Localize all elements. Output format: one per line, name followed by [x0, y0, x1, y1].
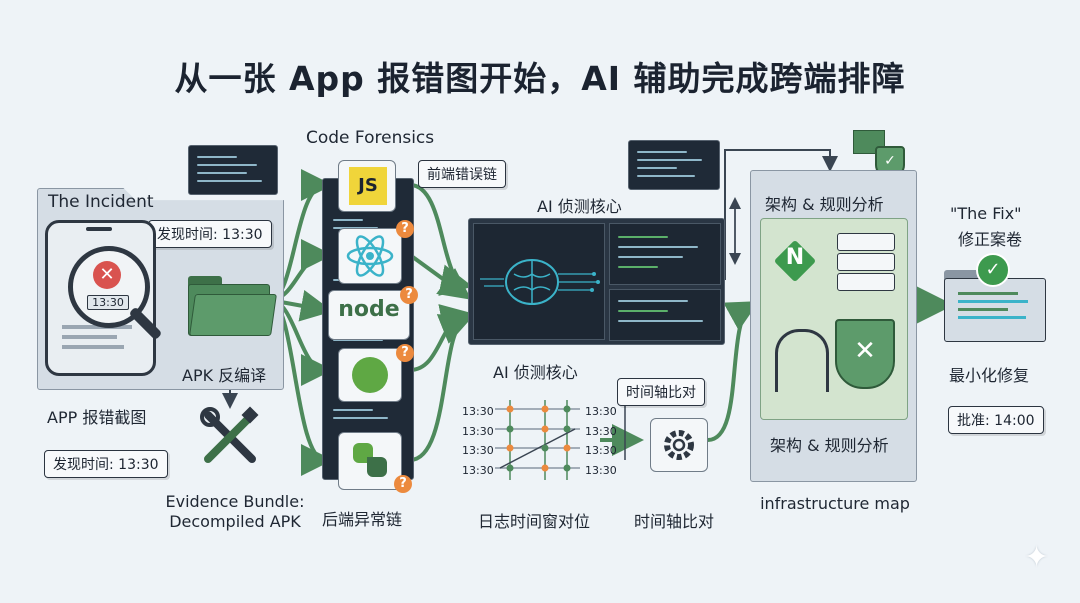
screenshot-label: APP 报错截图 — [47, 408, 147, 427]
timeline-tick: 13:30 — [585, 405, 617, 418]
shield-x-icon: ✕ — [835, 319, 895, 389]
ai-core-heading-bottom: AI 侦测核心 — [493, 363, 578, 382]
brain-panel — [473, 223, 605, 340]
server-icon — [837, 273, 895, 291]
ai-mini-terminal — [628, 140, 720, 190]
timeline-tick: 13:30 — [462, 444, 494, 457]
gate-icon — [775, 329, 829, 392]
fix-folder-icon — [944, 270, 1046, 342]
error-icon: ✕ — [93, 261, 121, 289]
minimal-fix-label: 最小化修复 — [949, 366, 1030, 385]
incident-time-callout: 发现时间: 13:30 — [148, 220, 272, 248]
architecture-heading-bottom: 架构 & 规则分析 — [770, 436, 889, 455]
timeline-tick: 13:30 — [585, 424, 617, 438]
gear-icon — [650, 418, 708, 472]
apk-folder-icon — [188, 276, 277, 336]
react-icon — [338, 228, 402, 284]
page-title: 从一张 App 报错图开始，AI 辅助完成跨端排障 — [174, 59, 906, 98]
evidence-bundle-label: Evidence Bundle: Decompiled APK — [165, 492, 305, 531]
timeline-compare-callout: 时间轴比对 — [617, 378, 705, 406]
timeline-tick: 13:30 — [585, 463, 617, 477]
timeline-chart — [455, 395, 615, 485]
timeline-tick: 13:30 — [585, 444, 617, 457]
infrastructure-map-label: infrastructure map — [760, 494, 910, 513]
question-badge: ? — [396, 220, 414, 238]
approved-callout: 批准: 14:00 — [948, 406, 1044, 434]
fix-subheading: 修正案卷 — [958, 230, 1023, 249]
nginx-icon: N — [785, 245, 805, 270]
architecture-diagram: N ✕ — [760, 218, 908, 420]
node-icon: node — [328, 290, 410, 340]
ai-core-heading-top: AI 侦测核心 — [537, 197, 622, 216]
js-icon: JS — [338, 160, 396, 212]
fix-heading: "The Fix" — [950, 204, 1022, 223]
error-time: 13:30 — [87, 295, 129, 310]
ai-core-screen — [468, 218, 725, 345]
server-icon — [837, 253, 895, 271]
apk-decompile-label: APK 反编译 — [182, 366, 267, 385]
incident-time-callout-bottom: 发现时间: 13:30 — [44, 450, 168, 478]
question-badge: ? — [396, 344, 414, 362]
question-badge: ? — [400, 286, 418, 304]
phone-speaker — [86, 227, 112, 231]
python-icon — [338, 432, 402, 490]
node-text: node — [338, 297, 400, 322]
sparkle-icon: ✦ — [1024, 540, 1050, 575]
js-badge: JS — [349, 167, 387, 205]
spring-leaf — [352, 357, 388, 393]
timeline-ticks-right: 13:30 13:30 13:30 13:30 — [585, 402, 617, 480]
frontend-chain-callout: 前端错误链 — [418, 160, 506, 188]
incident-terminal — [188, 145, 278, 195]
code-panel-bottom — [609, 289, 721, 341]
timeline-tick: 13:30 — [462, 405, 494, 418]
timeline-ticks-left: 13:30 13:30 13:30 13:30 — [462, 402, 494, 480]
backend-chain-label: 后端异常链 — [322, 510, 403, 529]
spring-icon — [338, 348, 402, 402]
question-badge: ? — [394, 475, 412, 493]
phone-text-line — [62, 335, 117, 339]
wrench-screwdriver-icon — [198, 405, 262, 469]
architecture-heading-top: 架构 & 规则分析 — [765, 195, 884, 214]
timeline-tick: 13:30 — [462, 463, 494, 477]
phone-text-line — [62, 345, 124, 349]
timeline-compare-label: 时间轴比对 — [634, 512, 715, 531]
forensics-heading: Code Forensics — [306, 128, 435, 148]
magnifier-icon: ✕ 13:30 — [68, 246, 150, 328]
incident-heading: The Incident — [48, 192, 154, 212]
log-window-label: 日志时间窗对位 — [478, 512, 591, 531]
code-panel-top — [609, 223, 721, 285]
timeline-tick: 13:30 — [462, 424, 494, 438]
server-icon — [837, 233, 895, 251]
check-icon: ✓ — [976, 253, 1010, 287]
phone-text-line — [62, 325, 132, 329]
